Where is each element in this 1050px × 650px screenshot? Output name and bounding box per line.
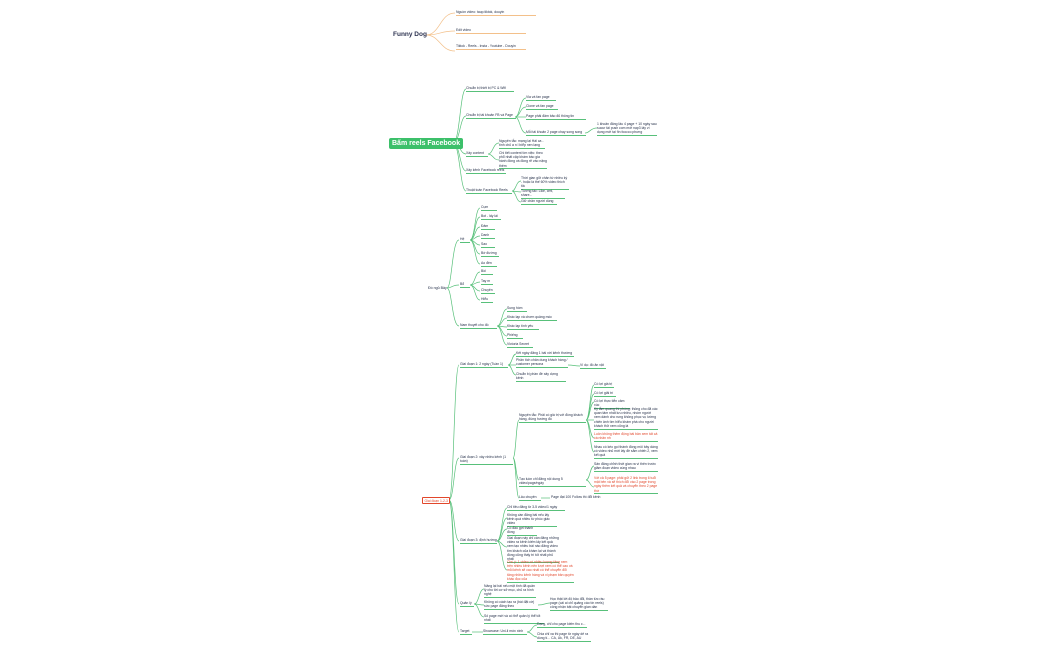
dogs-g3-item-4: Phiếng	[507, 333, 523, 339]
fb-content-detail: Chi tiết content tìm việc: theo phổ nhất…	[499, 151, 547, 170]
stage-p2-principle: Nguyên tắc: Phải có giá trị với đồng khá…	[519, 413, 586, 423]
stage-p2-switch: Lâu chuyên	[519, 495, 541, 501]
dogs-g3-item-2: Khác lạp và chơm quảng móc	[507, 315, 557, 321]
stage-m1-item-3: Số page mới và có thể quản lý thể tốt nh…	[484, 614, 544, 624]
dogs-g2-item-1: Bồi	[481, 269, 493, 275]
funny-dog-platforms: Tiktok - Reels - Insta - Youtube - Douyi…	[456, 44, 526, 50]
fb-two-pages: Mỗi tài khoản 2 page chạy song song	[526, 130, 586, 136]
stage-p2a-fun: Có lợi giải trí	[594, 391, 616, 397]
stage-p2-post-5: Tạo luồn chỉ đăng nội dung 5 video/page/…	[519, 477, 586, 487]
dogs-group-3: Nam thuyết cho đó	[460, 323, 497, 329]
stage-target: Target	[460, 629, 472, 635]
fb-clone-fanpage: Clone và fan page	[526, 104, 558, 110]
stage-root: Giai đoạn 1-2-3	[422, 497, 451, 505]
stage-p1-item-2: Phân tích chân dung khách hàng / custome…	[516, 358, 568, 368]
dogs-g1-item-1: Cụm	[481, 205, 497, 211]
stage-p2a-emotion: Có lợi thực tiễn cảm xúc	[594, 399, 630, 409]
fb-algo-keep-user: Giữ chân người dùng	[521, 199, 557, 205]
dogs-g1-item-6: Bờ đường	[481, 251, 499, 257]
stage-p2a-value: Có lợi giá trị	[594, 382, 614, 388]
dogs-g1-item-5: Sao	[481, 242, 495, 248]
stage-phase-3: Giai đoạn 3: định hướng	[460, 538, 497, 544]
dogs-g2-item-2: Tay m	[481, 279, 493, 285]
stage-p2a-audience: Kỳ lắm quang thì phòng: thông cho đã các…	[594, 407, 658, 430]
dogs-g3-item-1: Sung hồm	[507, 306, 527, 312]
fb-device-prep: Chuẩn bị thiết bị PC & Wifi	[466, 86, 514, 92]
dogs-group-2: Bổ	[460, 282, 470, 288]
stage-p2a-test: Nhau có kéo gọi thành đồng môi bây dáng …	[594, 445, 658, 460]
stage-m1-item-2: Không có cách tạo ra (bài đặt cờ) sức pa…	[484, 600, 538, 610]
stage-p1-item-3: Chuẩn bị phần đề xây dựng kênh	[516, 372, 566, 382]
fb-algo-interaction: Tương tác: Like, cmt, share...	[521, 189, 565, 199]
stage-p1-item-1: Kết ngày đăng 1 bài với kênh thường	[516, 351, 574, 357]
stage-target-showcase: Showcase: Uni-li mức xinh	[483, 629, 527, 635]
fb-algo-retention: Thời gian giữ chân từ nhiều kỳ - hoặc là…	[521, 176, 569, 191]
fb-page-info: Page phải đảm bảo đủ thông tin	[526, 114, 586, 120]
stage-p2a-warning: Luôn không thêm động bài bản xem tất cả …	[594, 432, 658, 442]
stage-p3-warning: Chú ý: 1 video có nhiều lượng tăng xem t…	[507, 560, 574, 583]
fb-algorithm: Thuật toán Facebook Reels	[466, 188, 512, 194]
stage-p2b-schedule: Sản đăng chỉnh thời gian ra ví thên trướ…	[594, 462, 658, 472]
stage-p1-note: Ví dụ: đồ ăn vặt	[580, 363, 606, 369]
stage-phase-1: Giai đoạn 1: 2 ngày (Tuần 1)	[460, 362, 508, 368]
dogs-root: Đồ ngủ Bảy	[428, 286, 447, 290]
stage-manage: Quản lý	[460, 601, 474, 607]
stage-p2b-five-pages: Với cả 5 page: phải gửi 2 link trong 6 t…	[594, 476, 658, 495]
stage-target-item-2: Chia chỉ xa thì page từ ngày dế ra dùng …	[537, 632, 591, 642]
dogs-g2-item-4: Hiểu	[481, 297, 493, 303]
fb-content-rule: Nguyên tắc: mạng lại Hài ca - tình chủ a…	[499, 139, 545, 149]
stage-p3-item-4: Giai đoạn này chỉ cần đăng những video r…	[507, 536, 559, 563]
stage-phase-2: Giai đoạn 2: xây nhiều kênh (1 tuần)	[460, 455, 513, 465]
dogs-g3-item-3: Khác lạp tính yêu	[507, 324, 539, 330]
stage-target-item-1: Dạng, chỉ cho page kiếm thu c...	[537, 622, 587, 628]
funny-dog-edit: Edit video	[456, 28, 526, 34]
funny-dog-title: Funny Dog	[393, 31, 427, 38]
dogs-group-1: Hệ	[460, 237, 470, 243]
facebook-reels-root: Bấm reels Facebook	[389, 138, 464, 149]
dogs-g1-item-4: Danh	[481, 233, 495, 239]
fb-build-content: Xây content	[466, 151, 488, 157]
stage-p3-item-2: Không cần đăng bài nếu lấy kênh quá nhiề…	[507, 513, 557, 528]
fb-build-channel: Xây kênh Facebook reels	[466, 168, 506, 174]
stage-m1-note: Học thật lớt độ bảo đổi, thần tức rầu pa…	[550, 597, 608, 612]
dogs-g3-item-5: Victoria Secret	[507, 342, 533, 348]
dogs-g1-item-2: Bot - lấy lái	[481, 214, 501, 220]
stage-m1-item-1: Nâng lại bài nếu một tình đã quản lý cho…	[484, 584, 536, 599]
stage-p2c-note: Page đạt 100 Follow thì đổi kênh	[551, 495, 601, 499]
fb-account-prep: Chuẩn bị tài khoản FB và Page	[466, 113, 516, 119]
funny-dog-source: Nguồn video: taup.tiktok, douyin	[456, 10, 536, 16]
dogs-g2-item-3: Chuyên	[481, 288, 495, 294]
fb-via-fanpage: Via và fan page	[526, 95, 556, 101]
stage-p3-item-3: Có đầu gợi thành đồng	[507, 526, 537, 536]
fb-page-note: 1 khoản đăng lâu 4 page + 10 ngày sau su…	[597, 122, 657, 137]
dogs-g1-item-3: Đảm	[481, 224, 495, 230]
dogs-g1-item-7: Ao đèn	[481, 261, 497, 267]
stage-p3-item-1: Chỉ tiêu đăng từ 3-5 video/1 ngày	[507, 505, 565, 511]
